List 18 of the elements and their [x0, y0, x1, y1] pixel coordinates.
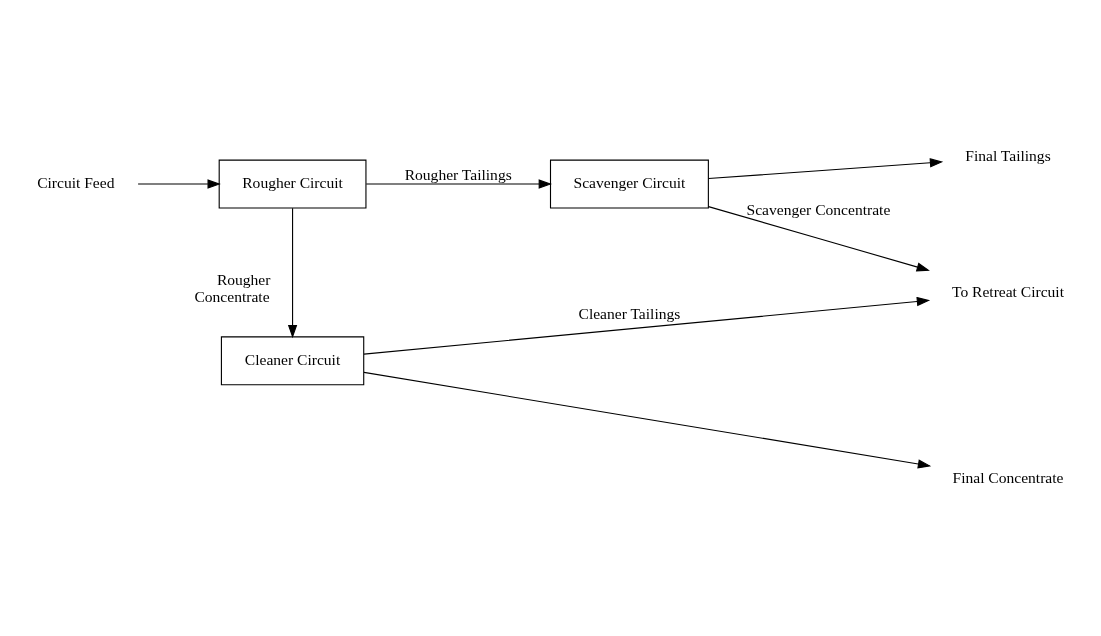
node-text: Final Tailings — [965, 147, 1051, 165]
arrow — [363, 371, 932, 469]
node-text: Circuit Feed — [37, 174, 115, 192]
node-box: Rougher Circuit — [218, 159, 367, 209]
arrow — [707, 206, 930, 272]
edge-label: Scavenger Concentrate — [746, 201, 891, 219]
arrow — [365, 179, 552, 189]
edge-label: Cleaner Tailings — [578, 304, 681, 322]
arrow — [137, 179, 221, 189]
edge-label: Rougher Concentrate — [194, 271, 271, 305]
edge-label: Rougher Tailings — [404, 165, 512, 183]
arrow — [363, 296, 931, 355]
arrow — [707, 158, 944, 180]
node-box: Scavenger Circuit — [549, 159, 709, 209]
node-text: Final Concentrate — [952, 468, 1064, 486]
arrow — [287, 207, 298, 339]
node-text: To Retreat Circuit — [951, 283, 1065, 301]
node-box: Cleaner Circuit — [220, 336, 365, 386]
